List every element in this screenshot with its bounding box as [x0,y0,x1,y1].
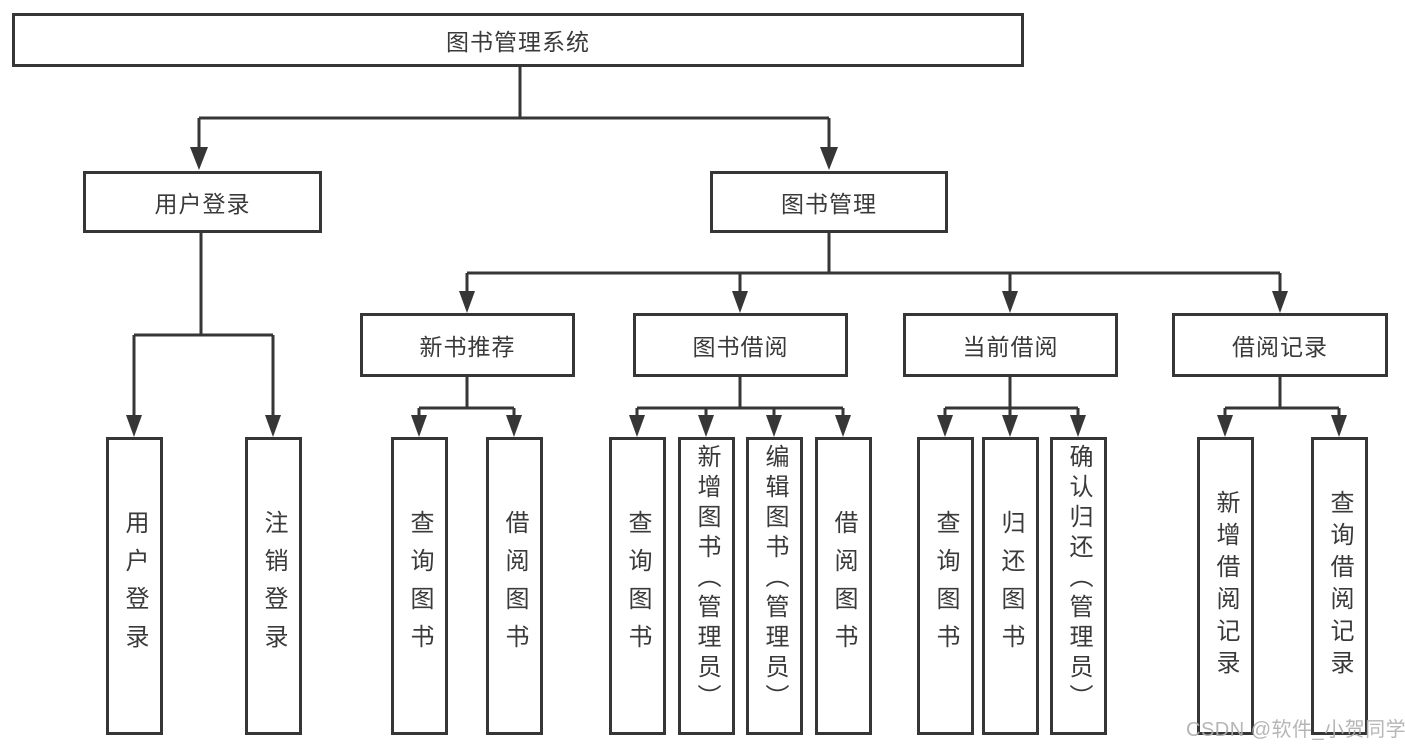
node-new-book-recommend-label: 新书推荐 [419,334,516,360]
connector-borrow-records [1217,377,1347,437]
node-book-borrow-label: 图书借阅 [692,334,789,360]
connector-current-borrow [937,377,1086,437]
node-borrow-records-label: 借阅记录 [1232,334,1328,360]
node-root-label: 图书管理系统 [446,29,590,55]
connector-book-borrow [629,377,851,437]
node-user-login: 用户登录 [83,171,322,233]
leaf-query-borrow-record: 查询借阅记录 [1311,437,1368,735]
leaf-logout: 注销登录 [245,437,302,735]
node-current-borrow-label: 当前借阅 [962,334,1059,360]
connector-book-mgmt [459,233,1288,313]
leaf-borrow-books: 借阅图书 [815,437,872,735]
node-borrow-records: 借阅记录 [1172,313,1388,377]
leaf-user-login: 用户登录 [106,437,163,735]
node-book-mgmt: 图书管理 [710,171,948,233]
leaf-edit-books-admin: 编辑图书（管理员） [746,437,803,735]
leaf-query-books-current: 查询图书 [917,437,974,735]
node-book-borrow: 图书借阅 [633,313,848,377]
connector-new-book [411,377,522,437]
node-new-book-recommend: 新书推荐 [360,313,575,377]
connector-root [190,67,838,170]
leaf-borrow-books-recommend: 借阅图书 [486,437,543,735]
leaf-add-borrow-record: 新增借阅记录 [1197,437,1254,735]
leaf-return-books: 归还图书 [982,437,1039,735]
node-user-login-label: 用户登录 [154,191,251,217]
csdn-watermark: CSDN @软件_小贺同学 [1186,719,1405,741]
connector-user-login [126,233,281,437]
node-current-borrow: 当前借阅 [903,313,1118,377]
leaf-query-books-recommend: 查询图书 [391,437,448,735]
leaf-confirm-return-admin: 确认归还（管理员） [1050,437,1107,735]
leaf-query-books-borrow: 查询图书 [609,437,666,735]
node-root: 图书管理系统 [12,13,1024,67]
leaf-add-books-admin: 新增图书（管理员） [678,437,735,735]
node-book-mgmt-label: 图书管理 [781,191,877,217]
